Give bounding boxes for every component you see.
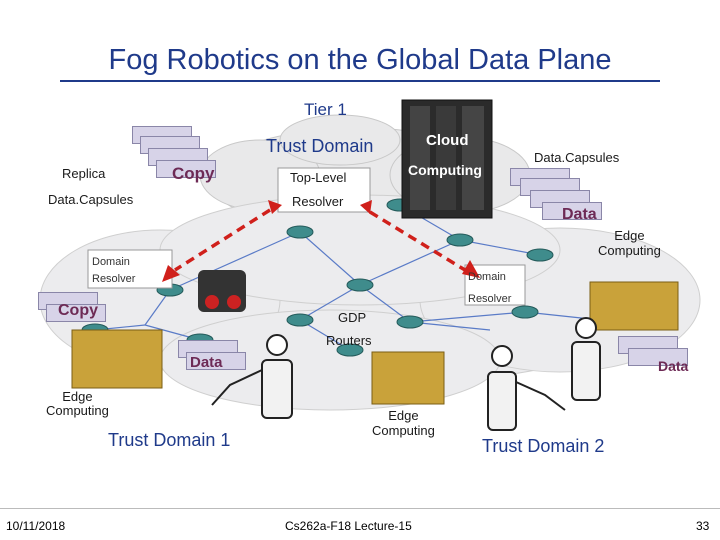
edge-computing-left-label: Edge Computing <box>46 389 109 418</box>
footer-page-number: 33 <box>696 519 710 533</box>
slide-title: Fog Robotics on the Global Data Plane <box>108 44 612 76</box>
title-underline <box>60 80 660 82</box>
data-right-label: Data <box>658 358 689 374</box>
data-capsules-left-label: Data.Capsules <box>48 192 134 207</box>
edge-computing-center-label: Edge Computing <box>372 408 435 438</box>
data-capsule-stack-bottom-right <box>618 336 708 376</box>
data-top-right-label: Data <box>562 206 597 223</box>
domain-resolver-left-label: Domain Resolver <box>92 256 136 285</box>
robot-icons <box>211 317 601 431</box>
footer-rule <box>0 508 720 509</box>
arrow-heads <box>162 200 480 282</box>
trust-domain-2-label: Trust Domain 2 <box>482 436 605 456</box>
data-capsule-stack-top <box>132 126 222 180</box>
computing-label: Computing <box>408 162 482 178</box>
footer-date: 10/11/2018 <box>6 519 66 533</box>
resolver-label: Resolver <box>292 194 344 209</box>
edge-computing-top-right-label: Edge Computing <box>598 228 661 258</box>
footer-course: Cs262a-F18 Lecture-15 <box>285 519 412 533</box>
data-capsule-stack-center <box>178 340 258 374</box>
data-capsule-stack-left <box>38 292 118 326</box>
resolver-boxes <box>87 167 526 306</box>
data-capsule-stack-right <box>510 168 620 224</box>
copy-left-label: Copy <box>58 302 98 319</box>
routers-label: Routers <box>326 333 372 348</box>
cloud-label: Cloud <box>426 132 469 149</box>
edge-computing-boxes <box>71 281 679 405</box>
gdp-label: GDP <box>338 310 367 325</box>
tier1-label: Tier 1 <box>304 100 347 119</box>
routers <box>81 198 554 357</box>
data-capsules-right-label: Data.Capsules <box>534 150 620 165</box>
camera-icon <box>198 270 246 312</box>
domain-resolver-right-label: Domain Resolver <box>468 271 512 305</box>
resolution-arrows <box>174 208 466 272</box>
trust-domain-label: Trust Domain <box>266 136 374 156</box>
replica-label: Replica <box>62 166 106 181</box>
copy-top-label: Copy <box>172 164 215 183</box>
top-level-label: Top-Level <box>290 170 347 185</box>
cloud-server-icon <box>401 99 493 219</box>
trust-domain-1-label: Trust Domain 1 <box>108 430 231 450</box>
data-center-label: Data <box>190 354 223 371</box>
